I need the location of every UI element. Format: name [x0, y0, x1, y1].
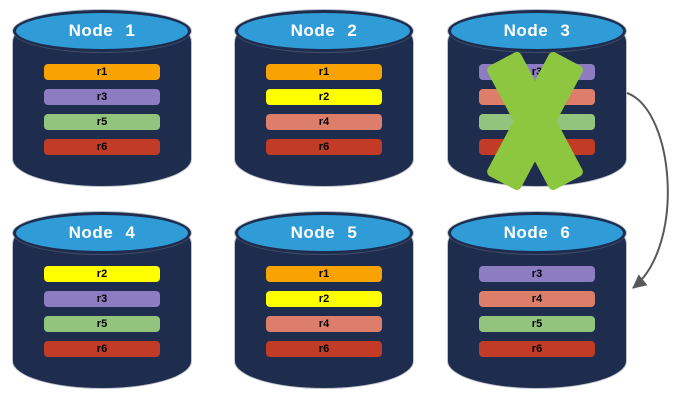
replica-bar: r1	[266, 266, 382, 282]
replica-bar: r1	[44, 64, 160, 80]
replica-bar: r6	[266, 139, 382, 155]
cylinder-top: Node 4	[13, 212, 191, 254]
db-node-1: r1 r3 r5 r6 Node 1	[13, 10, 191, 186]
node-label: Node 1	[68, 21, 136, 40]
replica-list: r1 r2 r4 r6	[266, 266, 382, 357]
cylinder-body	[448, 230, 626, 388]
replica-bar: r6	[479, 341, 595, 357]
cylinder-body	[13, 230, 191, 388]
replica-bar: r6	[266, 341, 382, 357]
replica-bar: r5	[44, 114, 160, 130]
replica-list: r1 r3 r5 r6	[44, 64, 160, 155]
replica-bar: r2	[266, 291, 382, 307]
replica-bar: r2	[266, 89, 382, 105]
db-node-6: r3 r4 r5 r6 Node 6	[448, 212, 626, 388]
cylinder-top: Node 2	[235, 10, 413, 52]
replica-bar: r4	[479, 291, 595, 307]
replica-bar: r5	[479, 316, 595, 332]
replica-bar: r5	[44, 316, 160, 332]
replica-bar: r4	[266, 114, 382, 130]
node-label: Node 4	[68, 223, 136, 242]
cylinder-body	[13, 28, 191, 186]
node-label: Node 2	[290, 21, 358, 40]
replica-bar: r3	[44, 291, 160, 307]
cylinder-top: Node 6	[448, 212, 626, 254]
db-node-4: r2 r3 r5 r6 Node 4	[13, 212, 191, 388]
arrow-curve	[626, 92, 669, 289]
node-label: Node 3	[503, 21, 571, 40]
replica-list: r1 r2 r4 r6	[266, 64, 382, 155]
replica-bar: r3	[44, 89, 160, 105]
replica-bar: r6	[44, 139, 160, 155]
replica-bar: r1	[266, 64, 382, 80]
cylinder-top: Node 5	[235, 212, 413, 254]
cylinder-body	[235, 28, 413, 186]
db-node-5: r1 r2 r4 r6 Node 5	[235, 212, 413, 388]
cylinder-top: Node 3	[448, 10, 626, 52]
replica-list: r2 r3 r5 r6	[44, 266, 160, 357]
replica-bar: r2	[44, 266, 160, 282]
replica-list: r3 r4 r5 r6	[479, 266, 595, 357]
replica-bar: r6	[44, 341, 160, 357]
cylinder-top: Node 1	[13, 10, 191, 52]
node-label: Node 5	[290, 223, 358, 242]
node-label: Node 6	[503, 223, 571, 242]
replica-bar: r4	[266, 316, 382, 332]
db-node-2: r1 r2 r4 r6 Node 2	[235, 10, 413, 186]
cylinder-body	[235, 230, 413, 388]
replica-bar: r3	[479, 266, 595, 282]
